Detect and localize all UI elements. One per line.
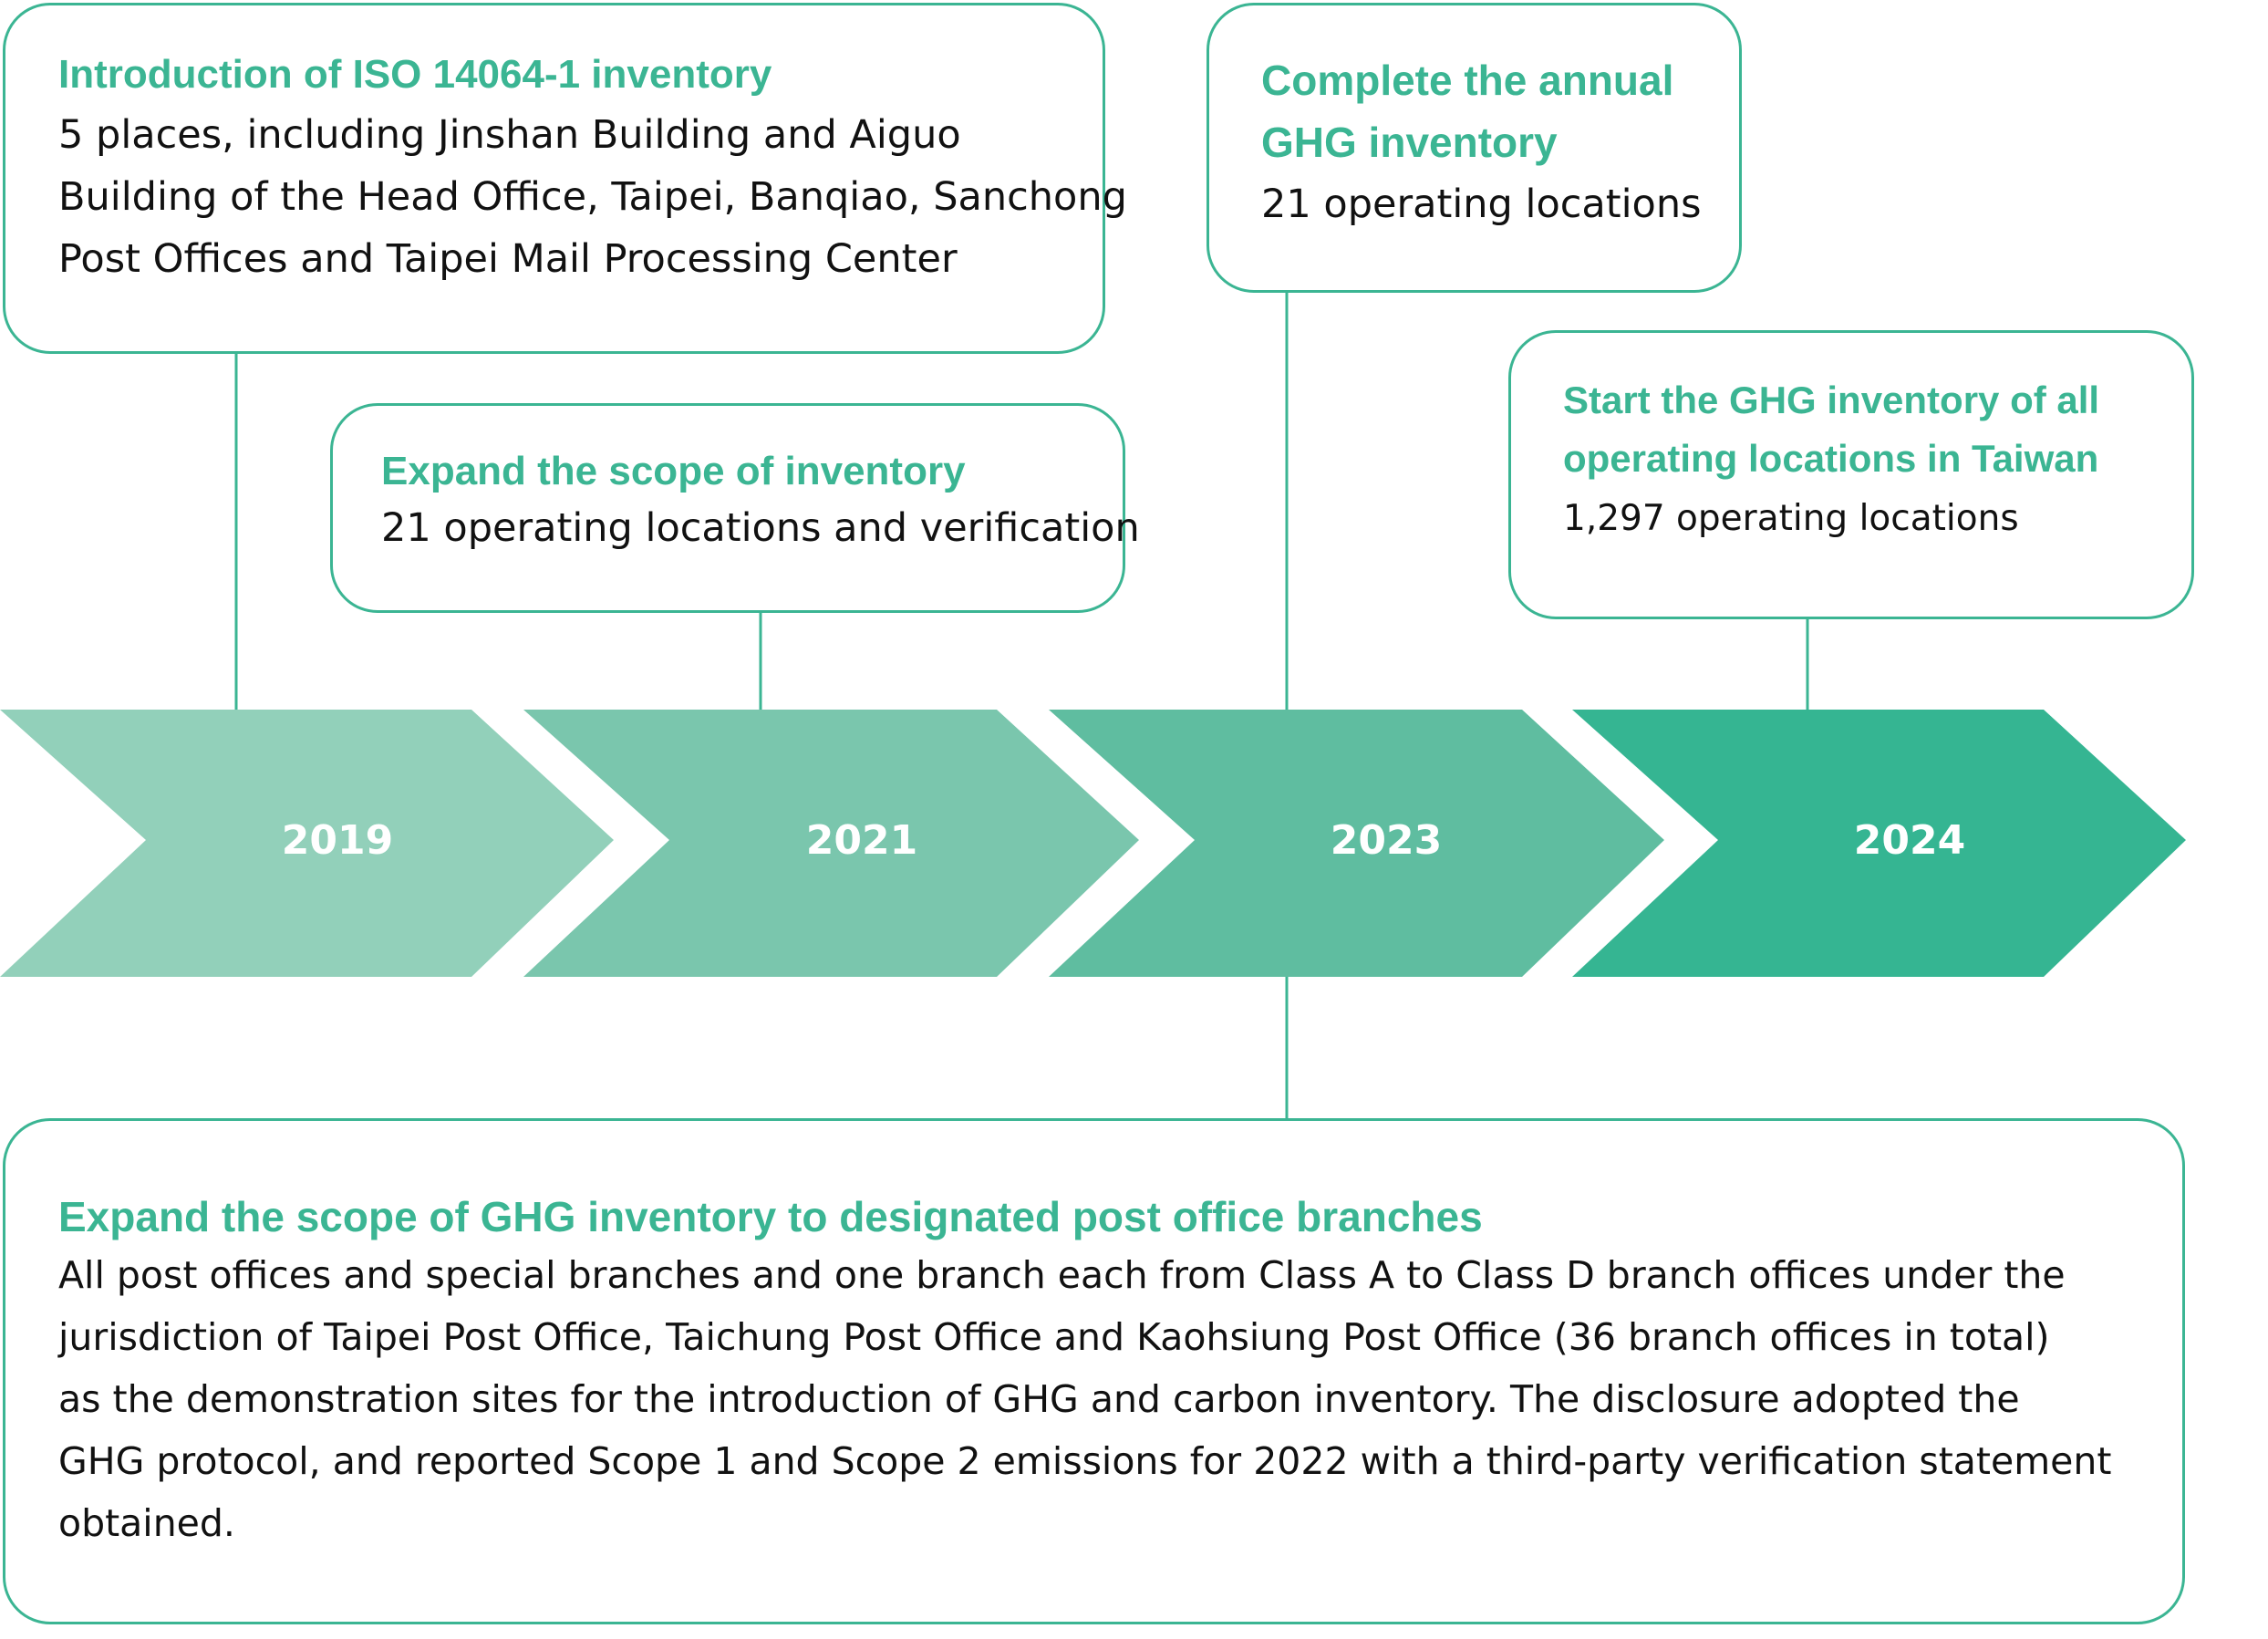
desc-line: 21 operating locations and verification [381, 505, 1140, 551]
desc-line: All post offices and special branches an… [58, 1253, 2066, 1297]
title-line: Start the GHG inventory of all [1563, 379, 2100, 421]
desc-line: as the demonstration sites for the intro… [58, 1377, 2020, 1421]
milestone-desc-2019: 5 places, including Jinshan Building and… [58, 104, 1127, 290]
milestone-title-2024: Start the GHG inventory of all operating… [1563, 371, 2191, 488]
year-arrow-2024 [1572, 710, 2186, 977]
milestone-box-2021: Expand the scope of inventory 21 operati… [330, 403, 1140, 613]
title-line: operating locations in Taiwan [1563, 437, 2099, 480]
milestone-desc-2024: 1,297 operating locations [1563, 488, 2191, 550]
milestone-title-2021: Expand the scope of inventory [381, 449, 966, 493]
desc-line: GHG protocol, and reported Scope 1 and S… [58, 1439, 2112, 1483]
desc-line: Building of the Head Office, Taipei, Ban… [58, 174, 1127, 220]
milestone-box-2023-branches: Expand the scope of GHG inventory to des… [3, 1118, 2185, 1624]
milestone-desc-2023-branches: All post offices and special branches an… [58, 1244, 2182, 1554]
year-label-2023: 2023 [1331, 817, 1442, 864]
title-line: Complete the annual [1261, 57, 1674, 104]
desc-line: 1,297 operating locations [1563, 498, 2019, 539]
desc-line: 5 places, including Jinshan Building and… [58, 112, 961, 158]
year-label-2024: 2024 [1854, 817, 1965, 864]
milestone-box-2023-annual: Complete the annual GHG inventory 21 ope… [1206, 3, 1742, 293]
year-arrow-2023 [1049, 710, 1664, 977]
year-label-2019: 2019 [282, 817, 393, 864]
desc-line: jurisdiction of Taipei Post Office, Taic… [58, 1315, 2050, 1359]
milestone-title-2023-branches: Expand the scope of GHG inventory to des… [58, 1193, 1483, 1240]
milestone-title-2023-annual: Complete the annual GHG inventory [1261, 49, 1739, 173]
desc-line: Post Offices and Taipei Mail Processing … [58, 236, 958, 282]
year-arrow-2019 [0, 710, 614, 977]
title-line: GHG inventory [1261, 119, 1558, 166]
year-label-2021: 2021 [806, 817, 917, 864]
desc-line: 21 operating locations [1261, 182, 1702, 227]
milestone-desc-2021: 21 operating locations and verification [381, 497, 1140, 559]
milestone-title-2019: Introduction of ISO 14064-1 inventory [58, 52, 772, 97]
year-arrow-2021 [523, 710, 1139, 977]
milestone-box-2024: Start the GHG inventory of all operating… [1508, 330, 2194, 619]
desc-line: obtained. [58, 1501, 235, 1545]
milestone-desc-2023-annual: 21 operating locations [1261, 173, 1739, 235]
milestone-box-2019: Introduction of ISO 14064-1 inventory 5 … [3, 3, 1127, 354]
